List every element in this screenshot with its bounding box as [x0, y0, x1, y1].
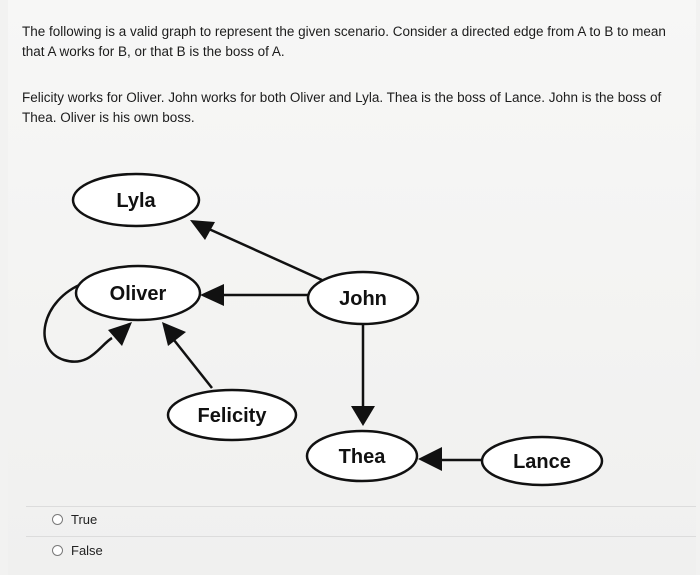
edge-felicity-to-oliver	[169, 334, 213, 389]
arrowhead-oliver-self-loop	[108, 322, 132, 346]
node-lyla-label: Lyla	[116, 190, 156, 212]
answer-separator-middle	[26, 536, 696, 537]
edge-john-to-lyla	[199, 223, 323, 282]
node-john-label: John	[339, 288, 387, 310]
node-lyla: Lyla	[71, 172, 201, 228]
radio-false[interactable]	[52, 545, 63, 556]
answer-separator-top	[26, 506, 696, 507]
edge-oliver-self-loop	[43, 281, 113, 363]
radio-true[interactable]	[52, 514, 63, 525]
question-text: The following is a valid graph to repres…	[22, 22, 692, 128]
node-john: John	[306, 270, 420, 326]
arrowhead-oliver-from-john	[200, 284, 224, 306]
question-scenario: Felicity works for Oliver. John works fo…	[22, 90, 662, 125]
arrowhead-thea	[351, 406, 375, 426]
node-felicity-label: Felicity	[198, 405, 268, 427]
node-oliver: Oliver	[74, 264, 202, 322]
node-oliver-label: Oliver	[110, 283, 167, 305]
node-thea: Thea	[305, 429, 419, 483]
question-intro: The following is a valid graph to repres…	[22, 24, 666, 59]
node-thea-label: Thea	[339, 446, 387, 468]
node-felicity: Felicity	[166, 388, 298, 442]
node-lance: Lance	[480, 435, 604, 487]
arrowhead-lyla	[190, 220, 215, 240]
arrowhead-oliver-from-felicity	[162, 322, 186, 346]
option-true[interactable]: True	[52, 512, 97, 527]
option-false-label: False	[71, 543, 103, 558]
option-false[interactable]: False	[52, 543, 103, 558]
node-lance-label: Lance	[513, 451, 571, 473]
arrowhead-thea-from-lance	[418, 447, 442, 471]
option-true-label: True	[71, 512, 98, 527]
